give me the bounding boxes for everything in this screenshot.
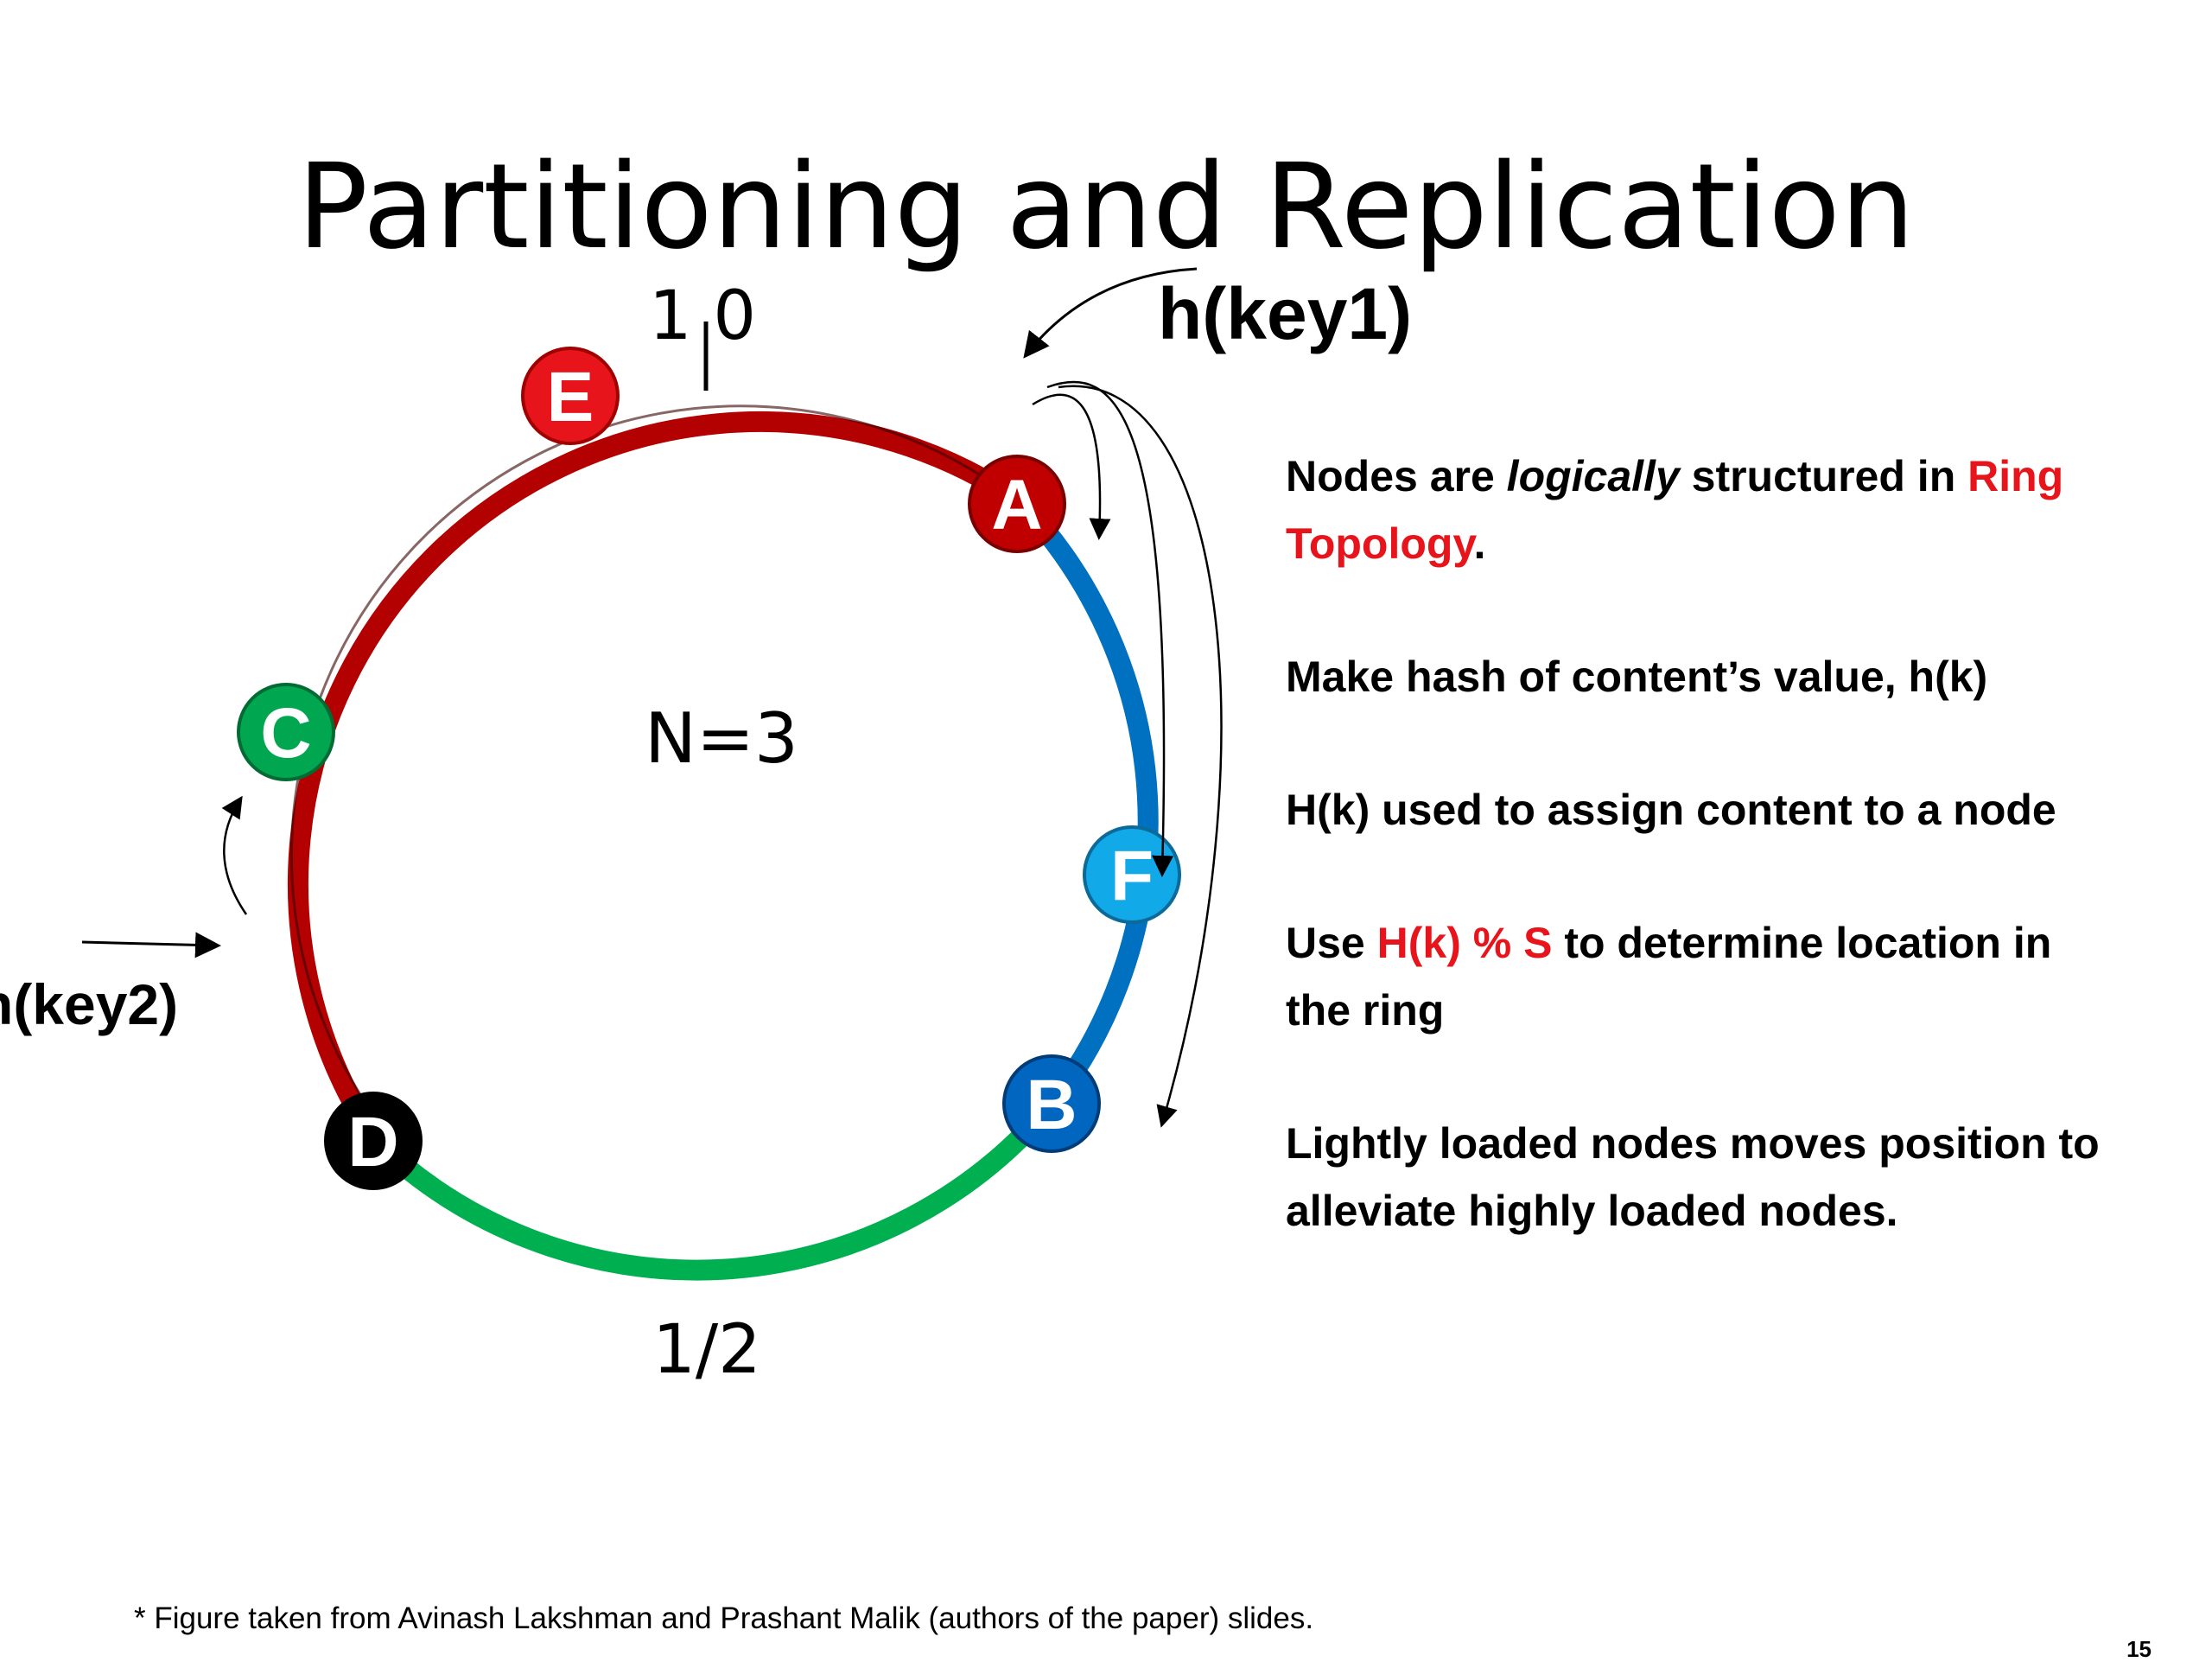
key1-pointer-arrow [1023,267,1198,359]
bullet-1-line-2: Topology. [1286,510,2202,577]
key2-to-c-arrow [221,795,248,915]
node-f-label: F [1110,837,1154,915]
bullet-1-red-ring: Ring [1967,452,2064,500]
bullet-1-mid: structured in [1679,452,1968,500]
bullet-1-line-1: Nodes are logically structured in Ring [1286,443,2202,510]
hash-key1-label: h(key1) [1158,273,1412,354]
node-c: C [237,683,335,781]
bullet-1-italic: logically [1506,452,1680,500]
bullet-4-red: H(k) % S [1376,919,1553,967]
node-a-label: A [991,466,1042,544]
hash-key2-label: h(key2) [0,972,178,1036]
bullet-3-text: H(k) used to assign content to a node [1286,786,2056,834]
bullet-4-line-2: the ring [1286,986,1445,1035]
slide-title: Partitioning and Replication [297,139,1915,276]
figure-source-footnote: * Figure taken from Avinash Lakshman and… [134,1602,1314,1635]
bullet-load-balancing: Lightly loaded nodes moves position to a… [1286,1110,2202,1245]
node-d-label: D [347,1103,398,1181]
node-d: D [324,1092,423,1190]
node-c-label: C [260,694,311,773]
bullet-5-line-1: Lightly loaded nodes moves position to [1286,1119,2100,1168]
bullet-4-pre: Use [1286,919,1377,967]
page-number: 15 [2126,1636,2152,1662]
bullet-1-post: . [1473,519,1486,568]
key2-pointer-arrow [81,932,221,958]
node-e-label: E [547,358,594,436]
ring-segment-green [368,1096,1061,1281]
replica-arrow-to-f [1046,380,1174,877]
node-f: F [1083,825,1181,924]
ring-top-label: 1 0 [649,277,756,355]
bullet-2-text: Make hash of content’s value, h(k) [1286,653,1988,701]
bullet-4-post: to determine location in [1552,919,2052,967]
ring-bottom-label: 1/2 [652,1311,761,1389]
bullet-1-pre: Nodes are [1286,452,1507,500]
bullet-4-line-1: Use H(k) % S to determine location in [1286,909,2202,977]
bullet-modulo-location: Use H(k) % S to determine location in th… [1286,909,2202,1044]
bullet-5-line-2: alleviate highly loaded nodes. [1286,1187,1898,1235]
node-b-label: B [1026,1066,1077,1144]
replica-arrow-to-a [1032,393,1111,540]
ring-segment-red [288,411,1026,1147]
bullet-assign-node: H(k) used to assign content to a node [1286,776,2202,844]
ring-segment-blue [1012,494,1159,1110]
bullet-list: Nodes are logically structured in Ring T… [1286,443,2202,1310]
bullet-1-red-topology: Topology [1286,519,1474,568]
node-a: A [968,455,1066,553]
replication-factor-label: N=3 [645,698,798,779]
ring-inner-rim [289,404,995,1124]
node-b: B [1002,1054,1101,1153]
replica-arrow-to-b [1058,385,1223,1128]
bullet-hash-content: Make hash of content’s value, h(k) [1286,643,2202,710]
bullet-ring-topology: Nodes are logically structured in Ring T… [1286,443,2202,577]
node-e: E [521,347,620,445]
